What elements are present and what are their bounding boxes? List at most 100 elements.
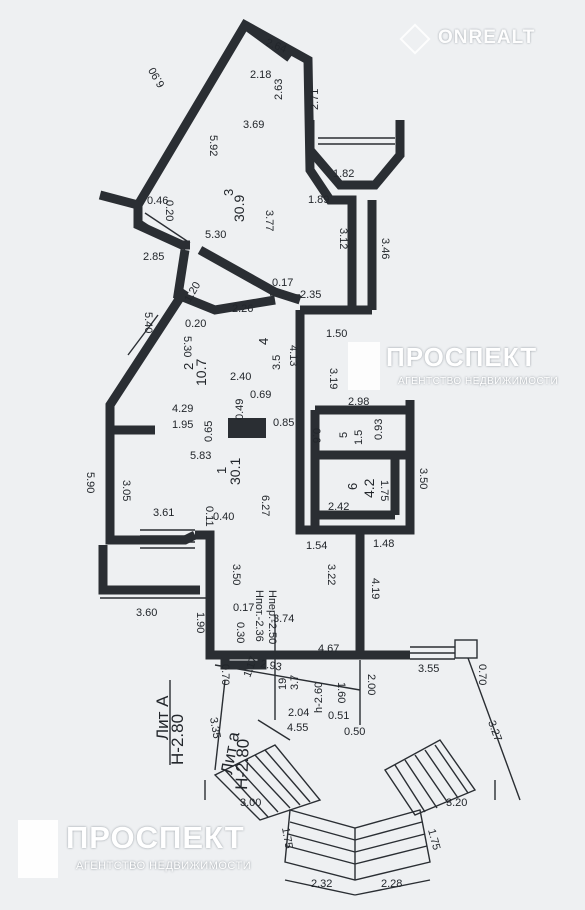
room-5-no: 5 (338, 432, 350, 438)
dim-text: 3.27 (485, 719, 504, 743)
dim-text: 3.50 (417, 468, 429, 489)
dim-text: 3.05 (120, 480, 132, 501)
lit-a-lower-h: Н-2.80 (232, 738, 253, 790)
wall-bath-frame (295, 400, 415, 535)
dim-text: 1.54 (306, 540, 327, 552)
dim-text: 4.13 (287, 345, 299, 366)
dim-text: 2.00 (365, 674, 377, 695)
hper-label: Нпер.-2.50 (266, 590, 278, 644)
dim-text: 0.17 (272, 277, 293, 289)
dim-text: 2.32 (311, 878, 332, 890)
window-bay (318, 137, 395, 145)
dim-text: 0.20 (185, 318, 206, 330)
room-4-area: 3.5 (271, 355, 283, 370)
wall-room1-westbay (98, 545, 200, 595)
dimension-texts: 2.64 6.90 2.18 3.69 5.92 2.63 2.71 1.82 … (84, 37, 504, 890)
dim-text: 4.55 (287, 722, 308, 734)
dim-text: 1.89 (308, 194, 329, 206)
dim-text: 2.26 (232, 303, 253, 315)
dim-text: 1.90 (194, 612, 206, 633)
dim-text: 0.20 (163, 200, 175, 221)
dim-text: 0.51 (328, 710, 349, 722)
window-room2 (127, 314, 166, 361)
dim-text: 2.98 (348, 396, 369, 408)
dim-text: 3.22 (325, 564, 337, 585)
watermark-prospekt-bottom-sub: АГЕНТСТВО НЕДВИЖИМОСТИ (76, 860, 252, 872)
dim-text: 6.90 (146, 65, 167, 90)
dim-text: 1.75 (378, 480, 390, 501)
dim-text: 5.40 (142, 312, 154, 333)
dim-text: 2.71 (309, 89, 321, 110)
dim-text: 0.11 (203, 506, 215, 527)
wall-room2 (173, 249, 276, 315)
room-6-area: 4.2 (361, 478, 377, 498)
dim-text: 3.77 (263, 210, 275, 231)
dim-text: 5.30 (205, 229, 226, 241)
dim-text: 6.27 (259, 495, 271, 516)
dim-text: 0.69 (250, 389, 271, 401)
dim-text: 2.93 (259, 658, 282, 674)
dim-text: 2.28 (381, 878, 402, 890)
dim-text: 3.61 (153, 507, 174, 519)
dim-text: 0.70 (219, 664, 231, 685)
dim-text: 5.92 (207, 135, 219, 156)
pillar (228, 418, 266, 438)
dim-text: 4.29 (172, 403, 193, 415)
dim-text: 0.40 (213, 511, 234, 523)
building-logo-icon (348, 342, 380, 390)
dim-text: 2.35 (300, 289, 321, 301)
stair-west (140, 529, 195, 549)
room-1-no: 1 (214, 467, 229, 474)
dim-text: 5.90 (84, 472, 96, 493)
room-6-no: 6 (345, 483, 360, 490)
wall-room3-left (98, 190, 140, 210)
level-labels: Лит А Н-2.80 Лит а Н-2.80 Нпер.-2.50 Нпо… (153, 590, 325, 790)
dim-text: 2.42 (328, 501, 349, 513)
dim-text: 1.60 (335, 682, 347, 703)
room-labels: 3 30.9 2 10.7 4 3.5 1 30.1 5 1.5 6 4.2 1… (181, 189, 377, 690)
dim-text: 3.50 (230, 564, 242, 585)
dim-text: 3.69 (243, 119, 264, 131)
dim-text: 3.55 (418, 663, 439, 675)
window-diagonal (139, 212, 191, 251)
dim-text: 4.19 (369, 578, 381, 599)
dim-text: 2.18 (250, 69, 271, 81)
dimension-lines (100, 294, 521, 801)
watermark-onrealt: ONREALT (438, 27, 536, 48)
lit-a-upper: Лит А (153, 695, 172, 740)
dim-text: 3.46 (379, 238, 391, 259)
room-19-no: 19 (277, 678, 289, 690)
dim-text: 0.70 (476, 664, 488, 685)
dim-text: 0.6 (310, 428, 322, 443)
dim-text: 2.85 (143, 251, 164, 263)
wall-room2-left (105, 287, 189, 435)
room-3-no: 3 (221, 189, 236, 196)
dim-text: 2.04 (288, 707, 309, 719)
wall-room3-bottom (133, 205, 190, 250)
dim-text: 3.35 (207, 716, 223, 739)
dim-text: 0.46 (147, 195, 168, 207)
dim-text: 2.40 (230, 371, 251, 383)
dim-text: 5.83 (190, 450, 211, 462)
room-4-no: 4 (256, 338, 271, 345)
porch-post (454, 639, 478, 659)
lit-a-upper-h: Н-2.80 (168, 714, 187, 765)
watermark-prospekt-mid: ПРОСПЕКТ (386, 342, 538, 372)
wall-room1-left (105, 430, 198, 545)
building-logo-icon (18, 820, 58, 878)
wall-entry (210, 650, 267, 670)
dim-text: 5.30 (181, 336, 193, 357)
porch-stairs (204, 739, 496, 896)
dim-text: 1.50 (326, 328, 347, 340)
wall-bay (305, 120, 405, 190)
room-2-no: 2 (181, 363, 196, 370)
wall-room3-south (197, 246, 302, 305)
watermark-prospekt-mid-sub: АГЕНТСТВО НЕДВИЖИМОСТИ (398, 376, 559, 387)
dim-text: 1.95 (172, 419, 193, 431)
dim-text: 3.12 (337, 228, 349, 249)
dim-text: 0.49 (234, 399, 246, 420)
dim-text: 3.20 (446, 797, 467, 809)
wall-room3-inner (242, 21, 293, 62)
dim-text: 3.19 (327, 368, 339, 389)
